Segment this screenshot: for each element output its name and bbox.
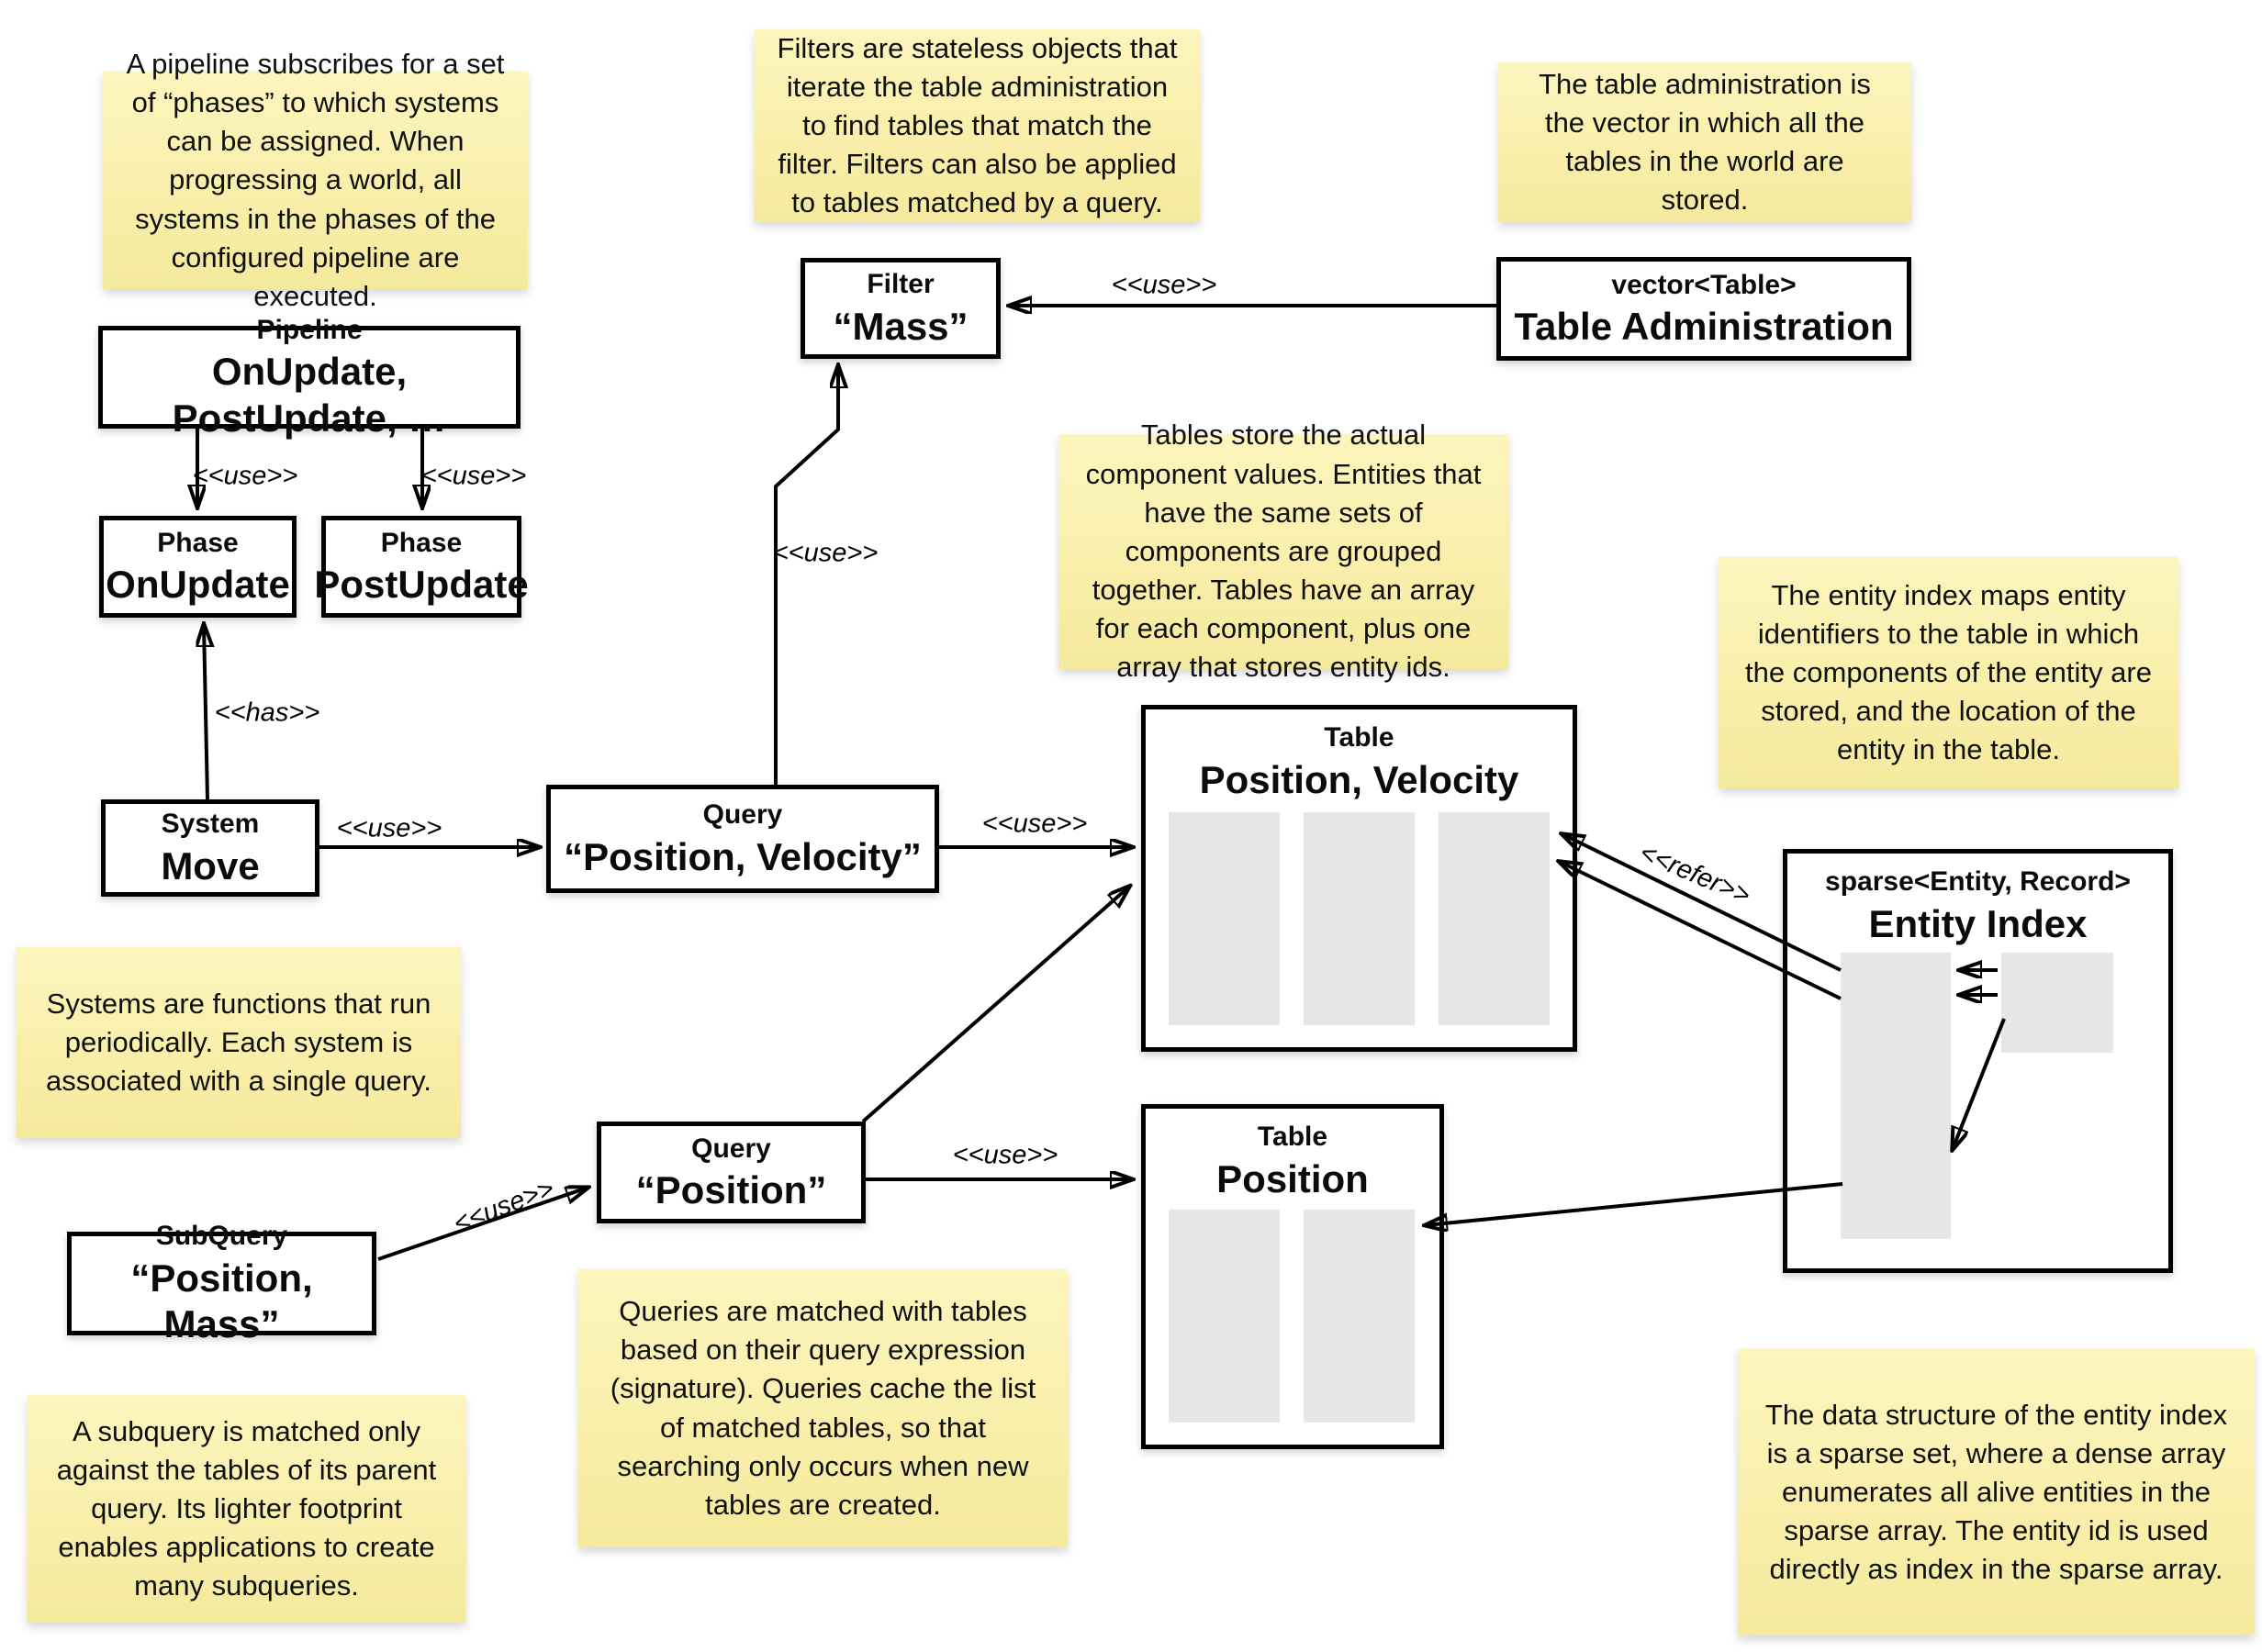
- note-subquery: A subquery is matched only against the t…: [28, 1395, 465, 1623]
- note-tables-text: Tables store the actual component values…: [1085, 419, 1482, 684]
- arrow-index-to-table-pos: [1426, 1182, 1843, 1225]
- node-filter-mass-name: “Mass”: [833, 304, 969, 348]
- node-table-position-stereotype: Table: [1257, 1122, 1328, 1152]
- note-filters: Filters are stateless objects that itera…: [755, 29, 1200, 222]
- edge-label-use-query-table-pos: <<use>>: [952, 1140, 1058, 1170]
- note-filters-text: Filters are stateless objects that itera…: [777, 31, 1178, 219]
- node-subquery-position-mass-stereotype: SubQuery: [155, 1221, 288, 1252]
- node-query-position-velocity-stereotype: Query: [702, 799, 783, 831]
- entity-index-sparse-array: [1841, 953, 1951, 1239]
- node-query-position-velocity: Query “Position, Velocity”: [546, 785, 939, 893]
- node-subquery-position-mass-name: “Position, Mass”: [130, 1256, 313, 1346]
- edge-label-use-pipeline-onupdate: <<use>>: [192, 461, 298, 491]
- node-table-position-velocity-stereotype: Table: [1324, 722, 1394, 753]
- note-systems-text: Systems are functions that run periodica…: [46, 987, 431, 1098]
- note-pipeline: A pipeline subscribes for a set of “phas…: [103, 48, 528, 312]
- note-pipeline-text: A pipeline subscribes for a set of “phas…: [126, 47, 505, 312]
- table-pos-component-array-2: [1304, 1210, 1415, 1423]
- node-system-move-name: Move: [161, 843, 260, 887]
- node-entity-index-name: Entity Index: [1868, 901, 2088, 945]
- note-entity-index-text: The entity index maps entity identifiers…: [1745, 578, 2152, 766]
- table-pv-component-array-3: [1439, 812, 1550, 1025]
- edge-label-refer-index-table: <<refer>>: [1635, 837, 1755, 911]
- edge-label-use-move-query: <<use>>: [336, 813, 442, 843]
- edge-label-has-move-onupdate: <<has>>: [214, 698, 320, 728]
- node-table-position-name: Position: [1216, 1156, 1369, 1200]
- node-phase-onupdate-stereotype: Phase: [157, 527, 239, 558]
- arrow-query-pv-to-filter: [774, 366, 838, 785]
- node-pipeline: Pipeline OnUpdate, PostUpdate, …: [98, 315, 521, 440]
- note-subquery-text: A subquery is matched only against the t…: [56, 1414, 437, 1602]
- node-subquery-position-mass: SubQuery “Position, Mass”: [67, 1221, 376, 1345]
- note-table-administration-text: The table administration is the vector i…: [1539, 67, 1871, 217]
- table-pv-component-array-1: [1169, 812, 1280, 1025]
- node-table-administration-stereotype: vector<Table>: [1611, 269, 1797, 300]
- note-sparse-set-text: The data structure of the entity index i…: [1764, 1398, 2228, 1586]
- node-query-position-stereotype: Query: [691, 1133, 771, 1164]
- note-tables: Tables store the actual component values…: [1058, 419, 1508, 683]
- table-pv-component-array-2: [1304, 812, 1415, 1025]
- node-phase-postupdate-name: PostUpdate: [314, 563, 529, 607]
- arrow-move-to-onupdate: [204, 625, 207, 800]
- node-entity-index-stereotype: sparse<Entity, Record>: [1825, 866, 2131, 897]
- arrow-query-pos-to-table-pv: [861, 887, 1129, 1123]
- edge-label-use-subquery-query: <<use>>: [449, 1174, 559, 1239]
- edge-label-use-admin-filter: <<use>>: [1111, 270, 1217, 300]
- node-pipeline-stereotype: Pipeline: [256, 314, 363, 345]
- edge-label-use-pipeline-postupdate: <<use>>: [420, 461, 527, 491]
- node-system-move-stereotype: System: [161, 809, 260, 840]
- node-phase-postupdate-stereotype: Phase: [380, 527, 463, 558]
- edge-label-use-query-table-pv: <<use>>: [981, 809, 1088, 839]
- note-sparse-set: The data structure of the entity index i…: [1738, 1349, 2255, 1635]
- note-table-administration: The table administration is the vector i…: [1498, 62, 1911, 222]
- node-phase-onupdate-name: OnUpdate: [106, 563, 290, 607]
- node-table-position-velocity-name: Position, Velocity: [1199, 757, 1519, 801]
- note-queries: Queries are matched with tables based on…: [578, 1269, 1068, 1547]
- entity-index-dense-array: [2001, 953, 2113, 1053]
- table-pos-component-array-1: [1169, 1210, 1280, 1423]
- node-query-position: Query “Position”: [597, 1122, 866, 1223]
- note-queries-text: Queries are matched with tables based on…: [610, 1295, 1036, 1521]
- node-query-position-velocity-name: “Position, Velocity”: [564, 834, 922, 878]
- node-filter-mass: Filter “Mass”: [801, 258, 1001, 359]
- edge-label-use-query-filter: <<use>>: [772, 538, 879, 568]
- note-systems: Systems are functions that run periodica…: [17, 947, 461, 1138]
- node-filter-mass-stereotype: Filter: [867, 269, 935, 300]
- node-table-administration: vector<Table> Table Administration: [1496, 257, 1911, 361]
- node-phase-onupdate: Phase OnUpdate: [99, 516, 297, 618]
- node-pipeline-name: OnUpdate, PostUpdate, …: [172, 350, 447, 440]
- note-entity-index: The entity index maps entity identifiers…: [1719, 557, 2178, 788]
- node-system-move: System Move: [101, 799, 319, 897]
- node-phase-postupdate: Phase PostUpdate: [314, 516, 529, 618]
- node-query-position-name: “Position”: [635, 1168, 827, 1212]
- node-table-administration-name: Table Administration: [1514, 305, 1894, 349]
